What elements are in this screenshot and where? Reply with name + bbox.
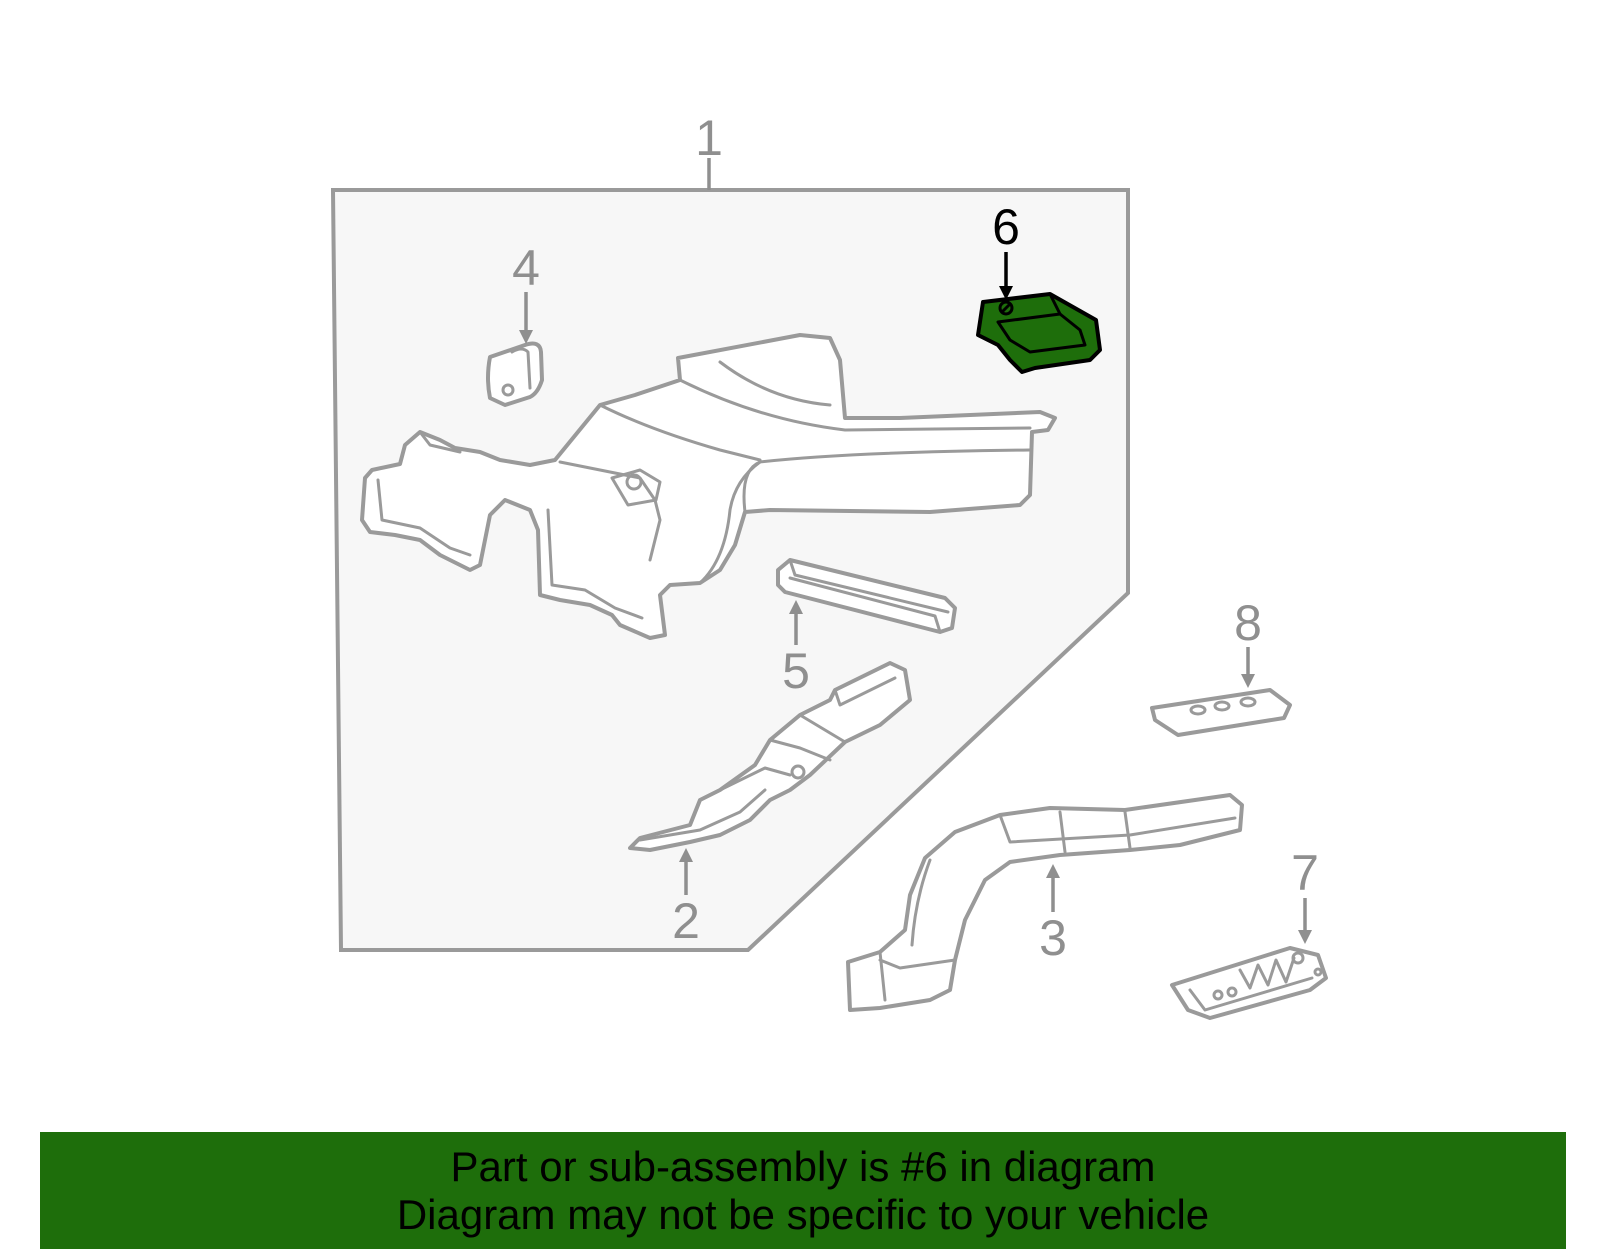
part-4-bracket[interactable] — [486, 341, 544, 407]
callout-2: 2 — [672, 893, 700, 949]
callout-3-arrowhead — [1046, 864, 1060, 878]
callout-7: 7 — [1291, 845, 1319, 901]
info-banner: Part or sub-assembly is #6 in diagram Di… — [40, 1132, 1566, 1249]
banner-line-2: Diagram may not be specific to your vehi… — [396, 1190, 1210, 1238]
part-7-reinforcement[interactable] — [1170, 946, 1328, 1020]
part-2-front-rail[interactable] — [628, 661, 912, 852]
part-8-plate[interactable] — [1150, 688, 1292, 737]
callout-5-arrowhead — [789, 600, 803, 614]
callout-1: 1 — [695, 110, 723, 166]
callout-8-arrowhead — [1241, 674, 1255, 688]
part-3-rear-rail[interactable] — [846, 793, 1244, 1012]
callout-3: 3 — [1039, 910, 1067, 966]
floor-frame-assembly[interactable] — [360, 333, 1057, 640]
part-5-rail[interactable] — [776, 558, 957, 634]
callout-2-arrowhead — [679, 848, 693, 862]
part-6-bracket-highlighted[interactable] — [976, 292, 1102, 374]
callout-8: 8 — [1234, 595, 1262, 651]
callout-6: 6 — [992, 199, 1020, 255]
callout-7-arrowhead — [1298, 930, 1312, 944]
callout-4-arrowhead — [519, 330, 533, 344]
callout-5: 5 — [782, 643, 810, 699]
banner-line-1: Part or sub-assembly is #6 in diagram — [450, 1142, 1156, 1190]
callout-6-arrowhead — [999, 286, 1013, 300]
callout-4: 4 — [512, 240, 540, 296]
